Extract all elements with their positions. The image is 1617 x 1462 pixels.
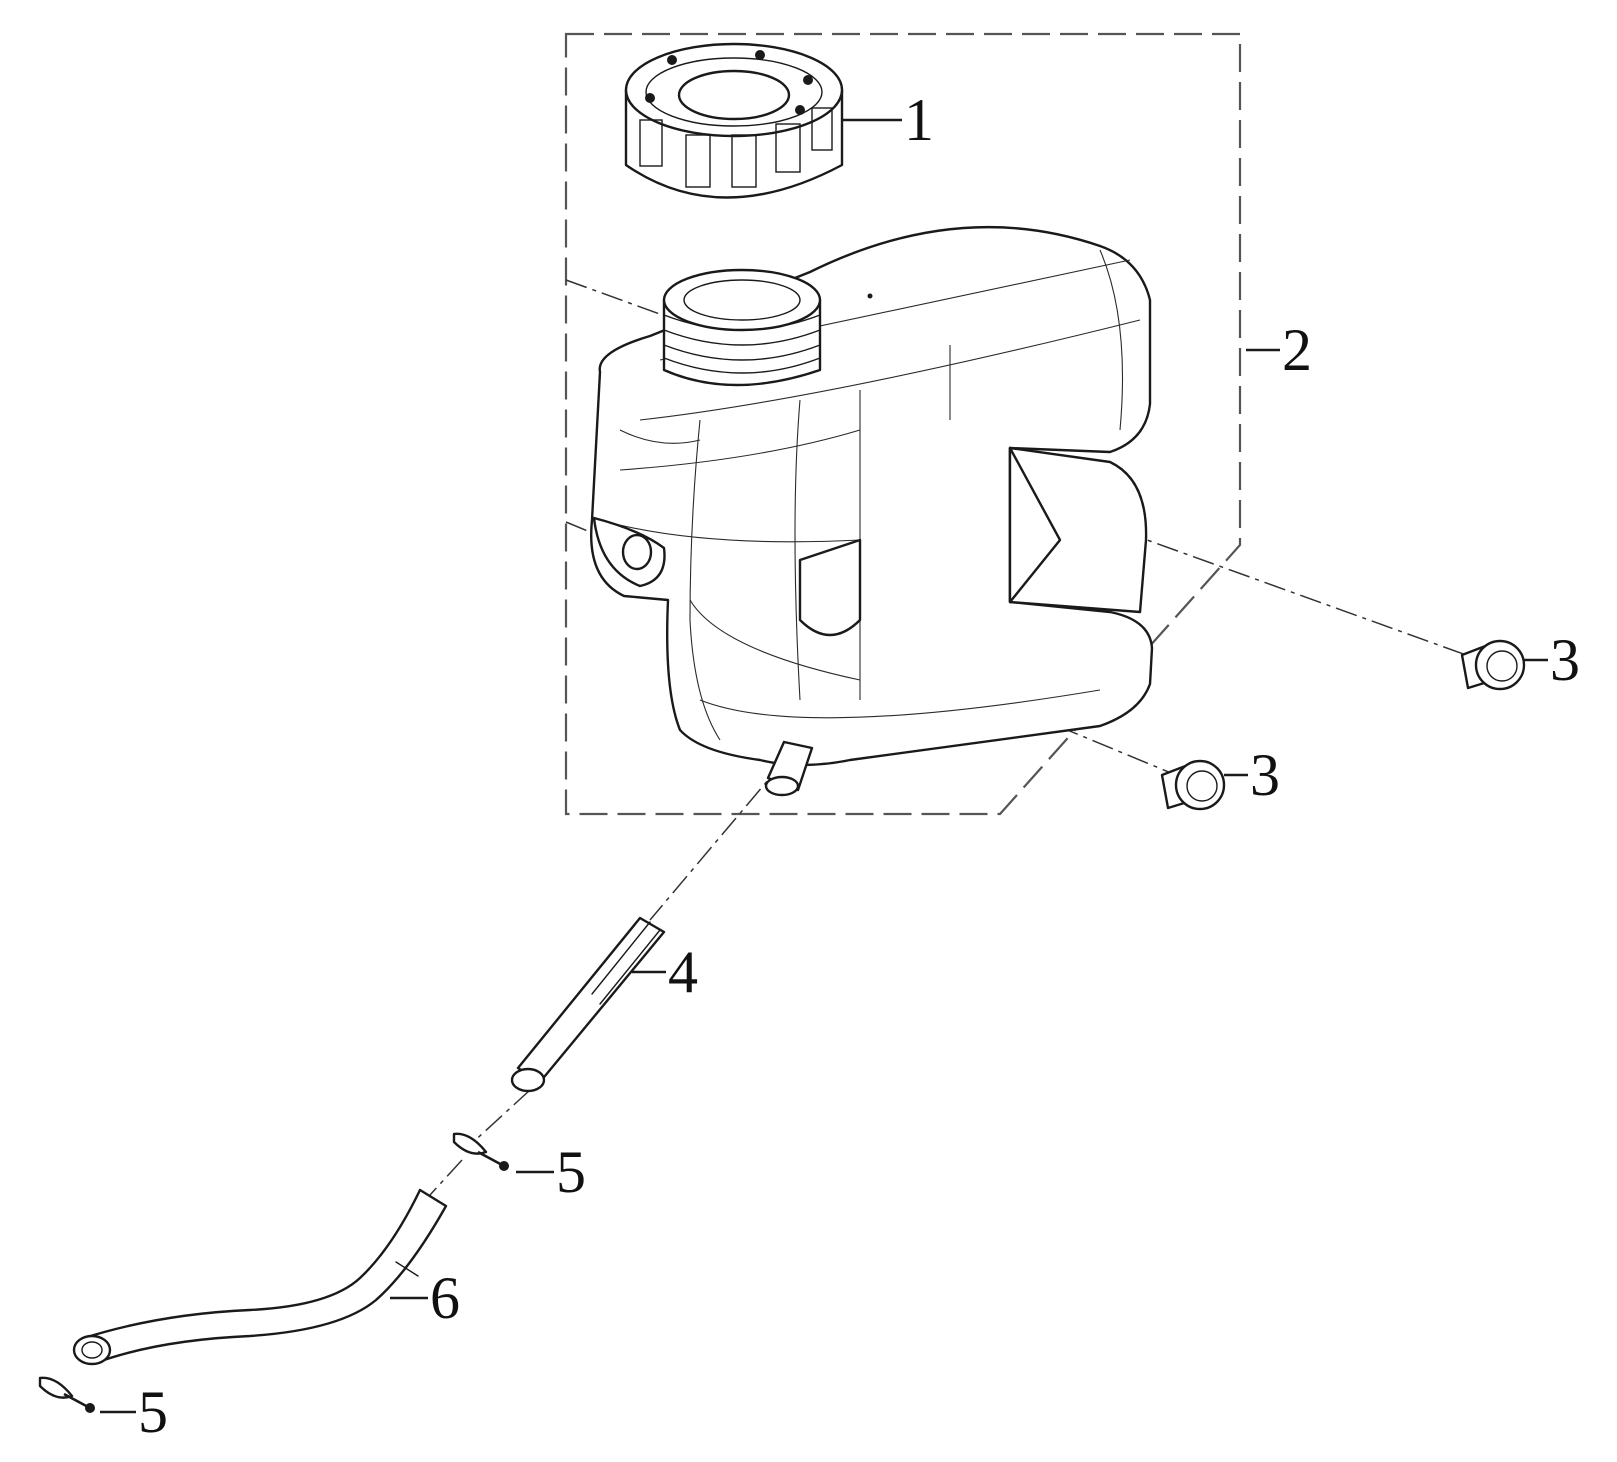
hose-clamp-upper xyxy=(452,1132,509,1171)
callout-5-lower: 5 xyxy=(138,1379,168,1445)
callout-4: 4 xyxy=(668,939,698,1005)
hose-clamp-lower xyxy=(38,1376,95,1413)
callout-2: 2 xyxy=(1282,317,1312,383)
reservoir-tank xyxy=(590,225,1154,797)
callout-6: 6 xyxy=(430,1265,460,1331)
callout-1: 1 xyxy=(904,87,934,153)
flange-bolt-upper xyxy=(1460,639,1526,691)
callout-3-upper: 3 xyxy=(1550,627,1580,693)
overflow-hose xyxy=(72,1188,448,1366)
filler-cap xyxy=(624,42,844,199)
hose-spring xyxy=(510,916,666,1093)
callout-leaders xyxy=(100,118,1548,1414)
assembly-boundary xyxy=(564,32,1242,816)
callout-3-lower: 3 xyxy=(1250,742,1280,808)
callout-5-upper: 5 xyxy=(556,1139,586,1205)
flange-bolt-lower xyxy=(1160,759,1226,811)
